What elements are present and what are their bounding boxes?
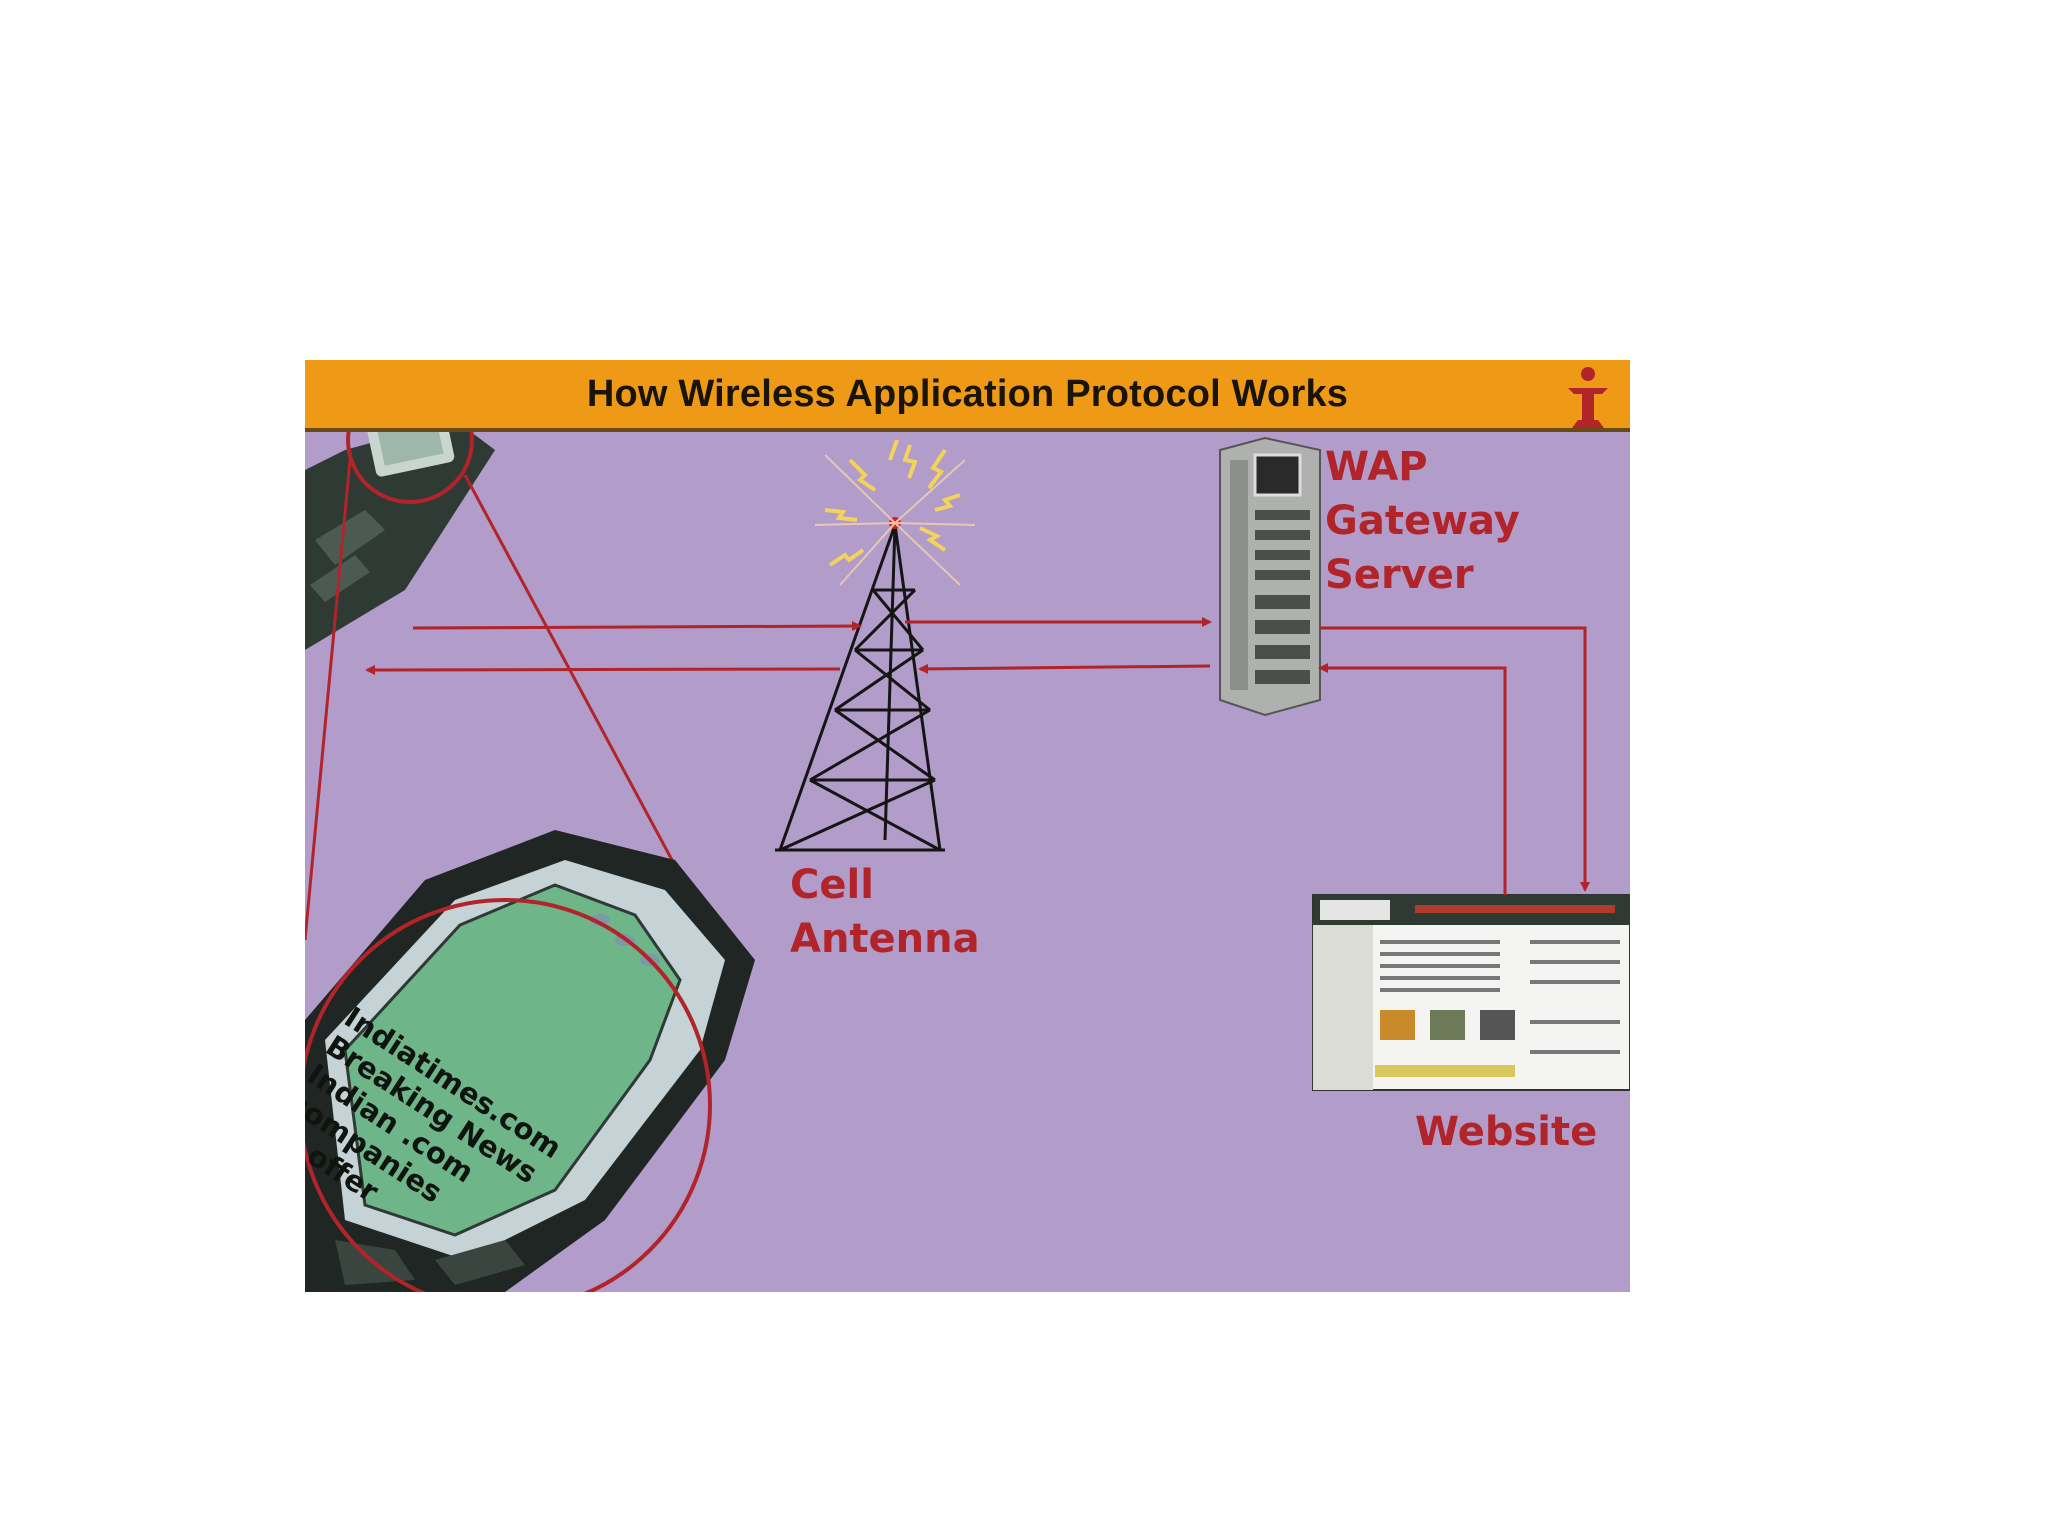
gateway-label-line: Gateway bbox=[1325, 498, 1520, 544]
website-label-line: Website bbox=[1415, 1109, 1598, 1155]
arrow-phone-to-antenna bbox=[412, 621, 862, 632]
antenna-label-line: Cell bbox=[790, 862, 874, 908]
wap-diagram: How Wireless Application Protocol Works … bbox=[305, 360, 1630, 1292]
title-bar: How Wireless Application Protocol Works bbox=[305, 360, 1630, 432]
mobile-phone-icon bbox=[305, 830, 755, 1292]
arrow-gateway-to-antenna bbox=[918, 663, 1211, 674]
gateway-label-line: Server bbox=[1325, 552, 1474, 598]
antenna-label: Cell Antenna bbox=[790, 858, 980, 966]
signal-rays bbox=[814, 454, 976, 586]
diagram-title: How Wireless Application Protocol Works bbox=[586, 372, 1349, 415]
arrow-antenna-to-phone bbox=[365, 664, 841, 675]
signal-bolts bbox=[824, 439, 961, 567]
flow-arrows bbox=[365, 617, 1590, 895]
logo-icon bbox=[1568, 367, 1608, 428]
zoom-line-left bbox=[305, 459, 352, 941]
cell-tower-icon bbox=[775, 524, 945, 852]
arrow-gateway-to-website bbox=[1320, 626, 1590, 892]
arrow-website-to-gateway bbox=[1318, 663, 1507, 895]
gateway-label-line: WAP bbox=[1325, 444, 1428, 490]
website-label: Website bbox=[1415, 1105, 1597, 1159]
diagram-artwork bbox=[305, 376, 1630, 1292]
website-screenshot-icon bbox=[1312, 894, 1630, 1091]
zoom-circle bbox=[305, 898, 712, 1292]
gateway-label: WAP Gateway Server bbox=[1325, 440, 1520, 602]
antenna-label-line: Antenna bbox=[790, 916, 980, 962]
server-icon bbox=[1219, 436, 1321, 717]
